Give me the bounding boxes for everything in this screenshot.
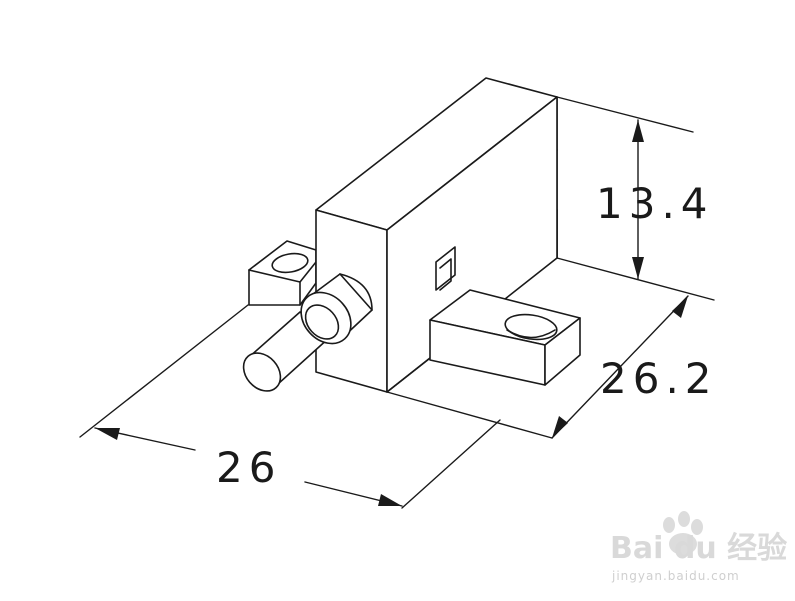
width-label: 26 bbox=[216, 443, 281, 492]
paw-icon bbox=[663, 511, 703, 555]
depth-label: 26.2 bbox=[600, 354, 718, 403]
cable-gland bbox=[242, 273, 373, 392]
height-label: 13.4 bbox=[596, 179, 714, 228]
left-mount-tab bbox=[248, 240, 317, 306]
height-dimension bbox=[556, 96, 715, 301]
width-dimension bbox=[79, 304, 501, 509]
watermark-url: jingyan.baidu.com bbox=[611, 569, 740, 583]
depth-dimension bbox=[386, 295, 689, 439]
watermark-logo: Bai du 经验 bbox=[610, 531, 787, 566]
front-mount-tab bbox=[429, 289, 581, 386]
baidu-watermark: Bai du 经验 jingyan.baidu.com bbox=[610, 511, 787, 583]
